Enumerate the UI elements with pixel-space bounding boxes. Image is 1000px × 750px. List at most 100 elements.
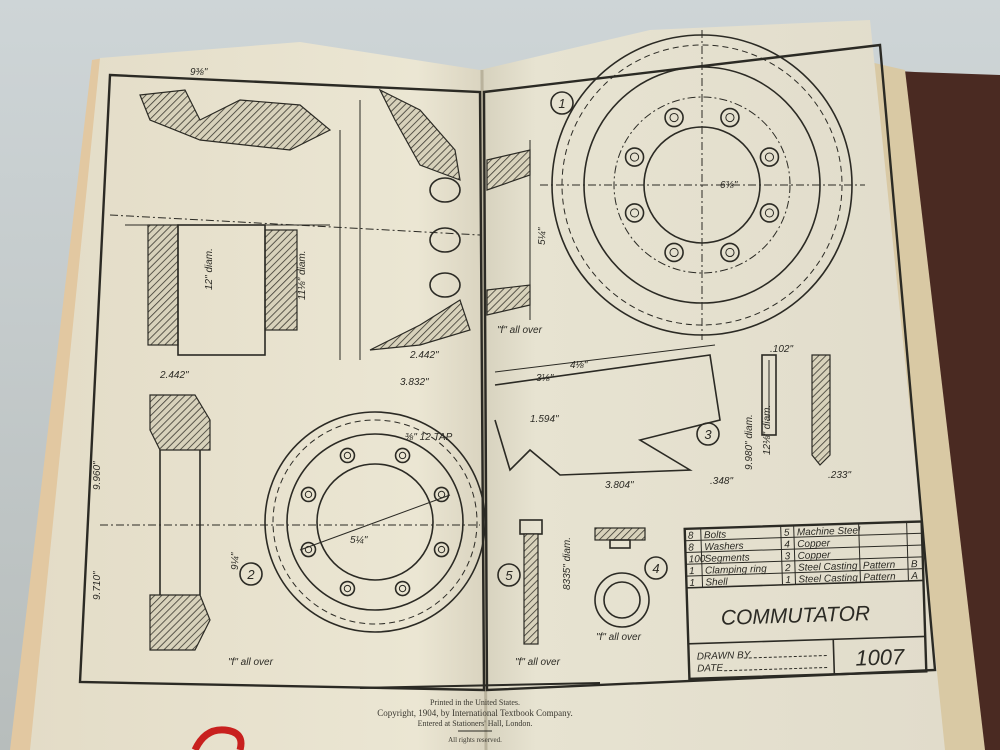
table-rule: [685, 532, 922, 542]
parts-cell-name: Shell: [705, 577, 728, 589]
shell-front-view: 6⅜": [540, 30, 865, 340]
dim-label: 9.710": [92, 571, 103, 600]
parts-cell-qty: 8: [688, 542, 694, 553]
table-rule: [700, 528, 704, 588]
parts-cell-material: Machine Steel: [797, 525, 861, 538]
table-rule: [858, 523, 861, 583]
dim-label: 9.980" diam.: [744, 414, 755, 470]
bolt-hole-icon: [339, 580, 356, 597]
parts-cell-pattern: Pattern: [863, 560, 896, 572]
view-number: 4: [652, 561, 659, 576]
bolt-hole-icon: [300, 486, 317, 503]
table-rule: [686, 568, 924, 577]
bolt-hole-icon: [624, 203, 645, 223]
dim-label: 12" diam.: [204, 248, 215, 290]
dim-label: 4⅛": [570, 360, 588, 371]
drawn-by-label: DRAWN BY: [697, 650, 752, 663]
view-number-circle: [644, 556, 668, 580]
parts-cell-no: 4: [784, 539, 790, 550]
view-number: 1: [558, 96, 565, 111]
parts-cell-material: Copper: [797, 538, 831, 550]
imprint: Printed in the United States. Copyright,…: [359, 682, 601, 744]
bolt-hole-inner: [669, 112, 679, 123]
shell-section-right: 5¼" "f" all over: [486, 140, 548, 336]
bolt-hole-icon: [759, 147, 780, 167]
dim-label: 3.832": [400, 377, 429, 388]
bolt-hole-inner: [764, 152, 775, 162]
bolt-hole-inner: [764, 208, 775, 218]
view-number-circle: [550, 91, 574, 115]
dim-label: 6⅜": [720, 180, 738, 191]
bolt-hole-icon: [394, 447, 411, 464]
parts-cell-pattern: Pattern: [863, 571, 896, 583]
dim-label: 5¼": [350, 534, 368, 546]
parts-cell-qty: 1: [689, 566, 695, 577]
table-rule: [684, 528, 688, 588]
page-edges-right: [870, 62, 985, 750]
bolt-hole-inner: [304, 545, 313, 554]
shell-section-view: 12" diam. 11⅛" diam. 9⅜" 2.442" 3.832": [109, 67, 481, 388]
finish-note: "f" all over: [596, 632, 642, 643]
parts-cell-mark: B: [911, 559, 918, 570]
bolt-hole-inner: [629, 208, 640, 218]
bolt-hole-icon: [433, 541, 450, 558]
bolt-hole-icon: [394, 580, 411, 597]
bolt-view: "f" all over: [515, 519, 561, 668]
drawing-title: COMMUTATOR: [721, 602, 871, 630]
table-rule: [780, 525, 784, 585]
dim-label: 8335" diam.: [562, 537, 573, 590]
dim-label: 2.442": [409, 350, 439, 361]
bolt-hole-inner: [437, 545, 446, 554]
parts-cell-material: Steel Casting: [798, 561, 858, 574]
parts-cell-mark: A: [910, 571, 918, 582]
dim-label: .348": [710, 476, 733, 487]
dim-label: 9⅜": [190, 67, 208, 78]
left-drawing-border: [78, 73, 486, 692]
dim-label: 2.442": [159, 370, 189, 381]
plate-number: 1007: [855, 644, 905, 671]
parts-cell-name: Clamping ring: [705, 564, 767, 577]
bolt-hole-inner: [398, 584, 407, 593]
bolt-hole-icon: [433, 486, 450, 503]
table-rule: [906, 521, 909, 581]
view-number: 3: [704, 427, 712, 442]
imprint-line: Printed in the United States.: [430, 698, 520, 707]
finish-note: "f" all over: [228, 657, 274, 668]
right-page: [480, 20, 945, 750]
dim-label: 9.960": [92, 461, 103, 490]
parts-cell-qty: 8: [688, 531, 694, 542]
bolt-hole-inner: [343, 451, 352, 460]
finish-note: "f" all over: [497, 325, 543, 336]
view-number-circle: [497, 563, 521, 587]
parts-cell-name: Washers: [704, 541, 744, 553]
dim-label: 1.594": [530, 414, 559, 425]
imprint-line: Entered at Stationers' Hall, London.: [418, 719, 533, 728]
view-number: 5: [505, 568, 513, 583]
page-edges-left: [10, 58, 104, 750]
bolt-hole-inner: [398, 451, 407, 460]
right-drawing-border: [482, 43, 937, 692]
view-number-circle: [696, 422, 720, 446]
bolt-hole-inner: [304, 490, 313, 499]
bolt-hole-icon: [759, 203, 780, 223]
bolt-hole-icon: [624, 147, 645, 167]
left-page: [30, 42, 486, 750]
segment-view: 4⅛" 3⅛" 1.594" 3.804" .348" 9.980" diam.…: [494, 344, 851, 491]
red-bookmark-clip: [191, 726, 245, 750]
bolt-hole-inner: [725, 112, 735, 123]
dim-label: 11⅛" diam.: [297, 250, 308, 300]
dim-label: 9¼": [229, 552, 241, 570]
dim-label: .233": [828, 470, 851, 481]
parts-cell-name: Segments: [704, 552, 749, 564]
parts-cell-material: Copper: [797, 550, 831, 562]
bolt-hole-inner: [629, 152, 640, 162]
table-rule: [685, 544, 923, 553]
dim-label: 3⅛": [536, 373, 554, 384]
dim-label: .102": [770, 344, 793, 355]
view-number: 2: [246, 567, 255, 582]
bolt-hole-icon: [720, 242, 740, 263]
parts-cell-qty: 100: [689, 554, 706, 566]
view-number-circle: [239, 562, 263, 586]
